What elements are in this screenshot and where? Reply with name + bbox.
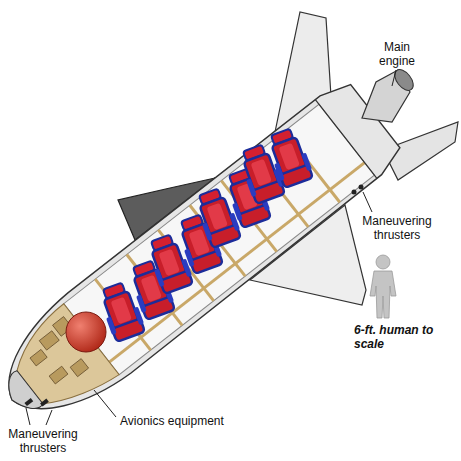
crew-seats: [96, 126, 314, 342]
part-label: Maneuvering thrusters: [2, 427, 84, 455]
seat: [264, 126, 314, 188]
leader-lines: [26, 70, 396, 425]
bay-frames: [64, 104, 375, 374]
part-label: Maneuvering thrusters: [355, 214, 439, 242]
engine-nozzle: [391, 66, 417, 94]
part-label: Avionics equipment: [120, 414, 224, 428]
part-label: 6-ft. human to scale: [354, 323, 440, 351]
nose-cap: [0, 370, 43, 418]
part-label: Main engine: [372, 40, 422, 68]
fuselage: [0, 77, 407, 441]
cargo-bay: [64, 104, 375, 374]
thruster-port: [359, 185, 364, 190]
tank-sphere: [66, 312, 106, 352]
fuselage-skin: [0, 77, 407, 441]
thruster-port: [24, 398, 33, 406]
human-silhouette: [370, 255, 396, 318]
thruster-port: [352, 190, 357, 195]
thruster-port: [40, 399, 49, 407]
